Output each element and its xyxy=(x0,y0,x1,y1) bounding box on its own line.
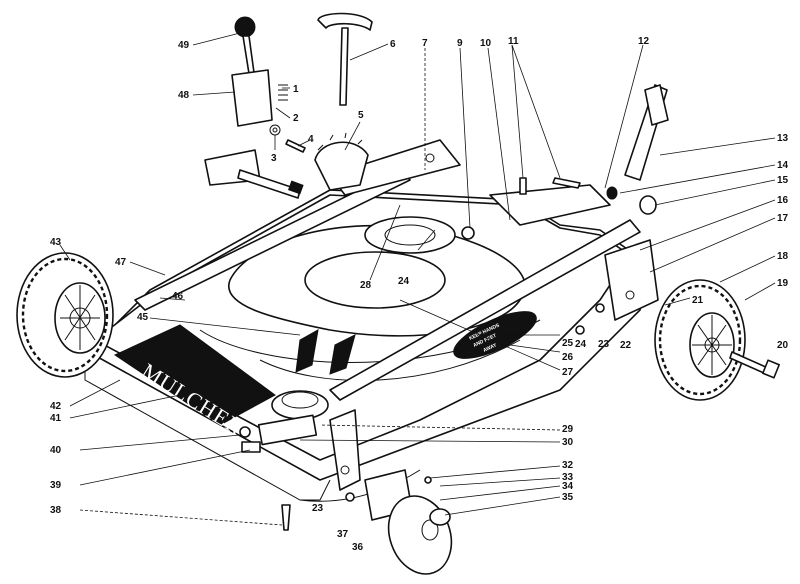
label-30: 30 xyxy=(562,437,574,448)
label-35: 35 xyxy=(562,492,574,503)
label-2: 2 xyxy=(293,113,299,124)
label-49: 49 xyxy=(178,40,190,51)
label-21: 21 xyxy=(692,295,704,306)
hardware xyxy=(239,139,605,531)
label-24a: 24 xyxy=(575,339,587,350)
label-23b: 23 xyxy=(312,503,324,514)
label-14: 14 xyxy=(777,160,789,171)
label-34: 34 xyxy=(562,481,574,492)
label-9: 9 xyxy=(457,38,463,49)
label-48: 48 xyxy=(178,90,190,101)
label-28: 28 xyxy=(360,280,372,291)
label-45: 45 xyxy=(137,312,149,323)
label-4: 4 xyxy=(308,134,314,145)
blade-pulley xyxy=(257,390,329,446)
label-15: 15 xyxy=(777,175,789,186)
label-11: 11 xyxy=(508,36,519,47)
label-18: 18 xyxy=(777,251,789,262)
label-41: 41 xyxy=(50,413,62,424)
label-36: 36 xyxy=(352,542,364,553)
rear-bracket xyxy=(604,84,669,321)
label-16: 16 xyxy=(777,195,789,206)
label-26: 26 xyxy=(562,352,574,363)
height-adjust-lever xyxy=(204,16,304,199)
label-6: 6 xyxy=(390,39,396,50)
label-38: 38 xyxy=(50,505,62,516)
label-33: 33 xyxy=(562,472,574,483)
label-40: 40 xyxy=(50,445,62,456)
label-29: 29 xyxy=(562,424,574,435)
label-12: 12 xyxy=(638,36,650,47)
height-gear-sector xyxy=(314,132,369,191)
label-19: 19 xyxy=(777,278,789,289)
label-32: 32 xyxy=(562,460,574,471)
label-43: 43 xyxy=(50,237,62,248)
label-1: 1 xyxy=(293,84,299,95)
label-3: 3 xyxy=(271,153,277,164)
t-handle-key xyxy=(317,12,373,106)
label-47: 47 xyxy=(115,257,127,268)
leader-lines xyxy=(59,32,776,526)
right-rear-wheel xyxy=(654,279,780,401)
handle-rails xyxy=(134,139,641,401)
label-20: 20 xyxy=(777,340,789,351)
label-39: 39 xyxy=(50,480,62,491)
label-17: 17 xyxy=(777,213,789,224)
label-10: 10 xyxy=(480,38,492,49)
label-27: 27 xyxy=(562,367,574,378)
label-25: 25 xyxy=(562,338,574,349)
label-13: 13 xyxy=(777,133,789,144)
label-5: 5 xyxy=(358,110,364,121)
front-height-plate xyxy=(329,409,453,575)
left-front-wheel xyxy=(16,252,114,378)
label-46: 46 xyxy=(172,291,184,302)
warning-decal-line3: AWAY xyxy=(482,342,498,354)
label-42: 42 xyxy=(50,401,62,412)
label-23a: 23 xyxy=(598,339,610,350)
label-24b: 24 xyxy=(398,276,410,287)
label-22: 22 xyxy=(620,340,632,351)
label-37: 37 xyxy=(337,529,349,540)
label-7: 7 xyxy=(422,38,428,49)
part-number-labels: 1 2 3 4 5 6 7 9 10 11 12 13 14 15 16 17 … xyxy=(50,36,789,553)
